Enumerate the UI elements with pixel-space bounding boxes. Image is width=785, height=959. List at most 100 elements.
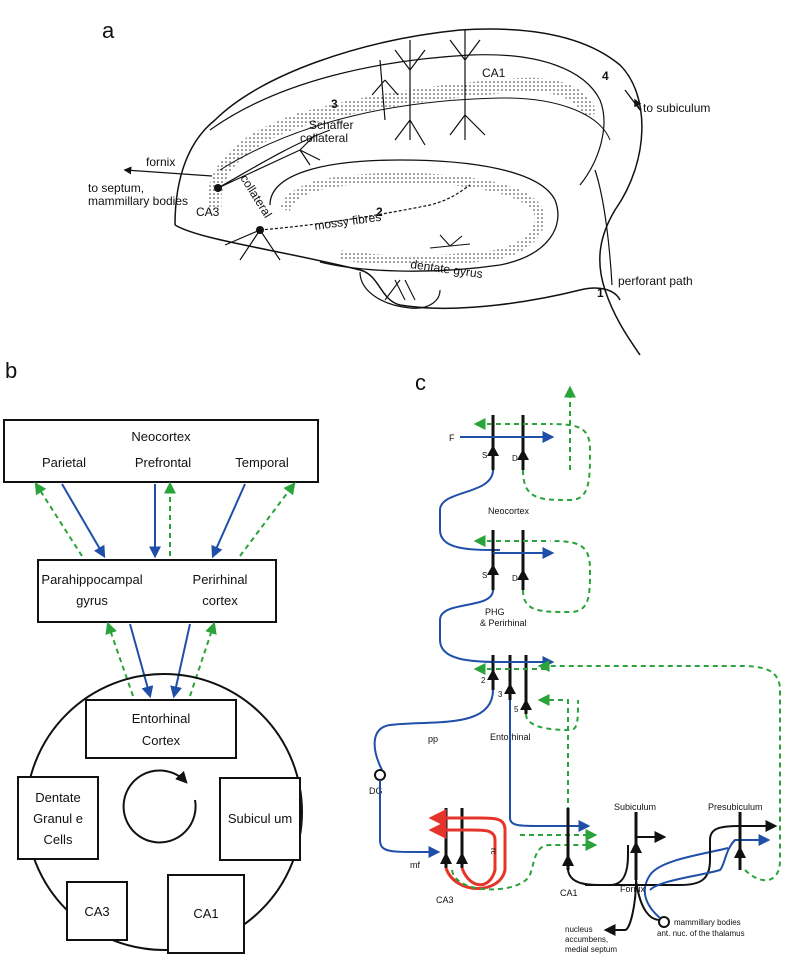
arrow-temporal-to-phg bbox=[211, 483, 246, 559]
label-to-subiculum: to subiculum bbox=[643, 101, 710, 115]
label-number-4: 4 bbox=[602, 69, 609, 83]
label-layer-5: 5 bbox=[514, 705, 519, 714]
label-presubiculum: Presubiculum bbox=[708, 802, 763, 812]
recurrent-collateral-2 bbox=[428, 809, 507, 890]
mossy-fibre-line bbox=[259, 184, 471, 231]
label-fornix: fornix bbox=[146, 155, 175, 169]
label-mammillary: mammillary bodies bbox=[88, 194, 188, 208]
subiculum-box bbox=[219, 777, 301, 861]
loop-direction-arrow bbox=[122, 769, 197, 844]
phg-soma-d bbox=[517, 569, 529, 580]
dentate-label-2: Granul e bbox=[33, 811, 83, 826]
ca1-neurons bbox=[371, 30, 486, 146]
entorhinal-label-2: Cortex bbox=[142, 733, 181, 748]
to-subiculum-arrow-2 bbox=[634, 98, 642, 111]
dentate-granule-box bbox=[17, 776, 99, 860]
label-dg: DG bbox=[369, 786, 383, 796]
neocortex-soma-d bbox=[517, 449, 529, 460]
dentate-gyrus-shape bbox=[269, 159, 559, 272]
to-subiculum-arrow bbox=[624, 89, 641, 111]
ca3-label: CA3 bbox=[84, 904, 109, 919]
arrow-entorhinal-to-perirhinal bbox=[189, 621, 217, 697]
arrow-phg-to-parietal bbox=[34, 481, 83, 557]
schaffer-collateral-fiber bbox=[217, 129, 331, 189]
label-ca3: CA3 bbox=[436, 895, 454, 905]
subiculum-label: Subicul um bbox=[228, 811, 292, 826]
label-fornix: Fornix bbox=[620, 884, 646, 894]
green-ec-loop bbox=[525, 699, 579, 732]
green-presub-to-ec bbox=[537, 660, 781, 882]
parahippocampal-box bbox=[37, 559, 277, 623]
perforant-path bbox=[373, 689, 494, 771]
label-mammillary-1: mammillary bodies bbox=[674, 918, 741, 927]
lower-outline-2 bbox=[359, 271, 441, 309]
label-s-phg: S bbox=[482, 571, 487, 580]
panel-a-letter: a bbox=[102, 18, 115, 43]
label-mossy-fibres: mossy fibres bbox=[313, 210, 382, 233]
label-number-2: 2 bbox=[376, 205, 383, 219]
label-mammillary-2: ant. nuc. of the thalamus bbox=[657, 929, 745, 938]
arrow-phg-to-temporal bbox=[239, 482, 296, 557]
dentate-granule-band bbox=[280, 172, 545, 266]
label-subiculum: Subiculum bbox=[614, 802, 656, 812]
panel-b: b Neocortex Parietal Prefrontal Temporal… bbox=[3, 358, 319, 954]
blue-phg-to-entorhinal bbox=[439, 589, 501, 663]
perirhinal-label-1: Perirhinal bbox=[193, 572, 248, 587]
parahippocampal-label-2: gyrus bbox=[76, 593, 108, 608]
panel-a: a 4 bbox=[88, 18, 710, 356]
presubiculum-soma bbox=[734, 846, 746, 858]
neocortex-green-loop bbox=[522, 423, 592, 502]
label-ca1: CA1 bbox=[560, 888, 578, 898]
arrow-parietal-to-phg bbox=[61, 483, 106, 559]
blue-to-presubiculum bbox=[649, 834, 771, 891]
label-to-septum: to septum, bbox=[88, 181, 144, 195]
dg-granule-cell bbox=[374, 769, 386, 781]
neocortex-box bbox=[3, 419, 319, 483]
label-layer-2: 2 bbox=[481, 676, 486, 685]
label-phg-perirhinal: & Perirhinal bbox=[480, 618, 527, 628]
subiculum-soma bbox=[630, 841, 642, 853]
ca-pyramidal-band bbox=[207, 77, 597, 211]
label-perforant-path: perforant path bbox=[618, 274, 693, 288]
parietal-label: Parietal bbox=[42, 455, 86, 470]
hippocampus-outline bbox=[174, 28, 643, 356]
dentate-label-3: Cells bbox=[44, 832, 73, 847]
label-phg: PHG bbox=[485, 607, 505, 617]
panel-c: c F S D Neocortex S D PHG & Perirhinal bbox=[369, 370, 781, 954]
blue-neocortex-to-phg bbox=[439, 469, 501, 551]
black-fornix-to-nucleus bbox=[603, 879, 637, 936]
label-number-3: 3 bbox=[331, 97, 338, 111]
neocortex-soma-s bbox=[487, 445, 499, 456]
label-f: F bbox=[449, 433, 455, 443]
entorhinal-label-1: Entorhinal bbox=[132, 711, 191, 726]
panel-c-letter: c bbox=[415, 370, 426, 395]
ca1-label: CA1 bbox=[193, 906, 218, 921]
green-ca1-to-ec bbox=[537, 694, 569, 830]
lower-outline bbox=[174, 224, 621, 310]
green-ca3-to-ca1 bbox=[451, 839, 598, 891]
black-subiculum-to-presubiculum bbox=[585, 820, 778, 886]
ca1-box bbox=[167, 874, 245, 954]
prefrontal-label: Prefrontal bbox=[135, 455, 191, 470]
mammillary-terminal bbox=[658, 916, 670, 928]
label-layer-3: 3 bbox=[498, 690, 503, 699]
blue-subiculum-to-mammillary bbox=[643, 847, 729, 919]
ec-soma-2 bbox=[487, 669, 499, 680]
black-fornix-to-mammillary bbox=[635, 879, 661, 921]
label-number-1: 1 bbox=[597, 286, 604, 300]
perforant-path-line bbox=[594, 169, 613, 286]
ventricle-line bbox=[219, 97, 611, 171]
label-ca1: CA1 bbox=[482, 66, 506, 80]
label-neocortex: Neocortex bbox=[488, 506, 530, 516]
label-ca3-collateral: collateral bbox=[237, 172, 274, 220]
label-s-neocortex: S bbox=[482, 451, 487, 460]
ca1-soma bbox=[562, 854, 574, 866]
perirhinal-label-2: cortex bbox=[202, 593, 238, 608]
phg-soma-s bbox=[487, 564, 499, 575]
label-pp: pp bbox=[428, 734, 438, 744]
label-d-neocortex: D bbox=[512, 454, 518, 463]
mossy-fibre-path bbox=[379, 780, 441, 858]
label-d-phg: D bbox=[512, 574, 518, 583]
dentate-neuron bbox=[384, 234, 471, 301]
